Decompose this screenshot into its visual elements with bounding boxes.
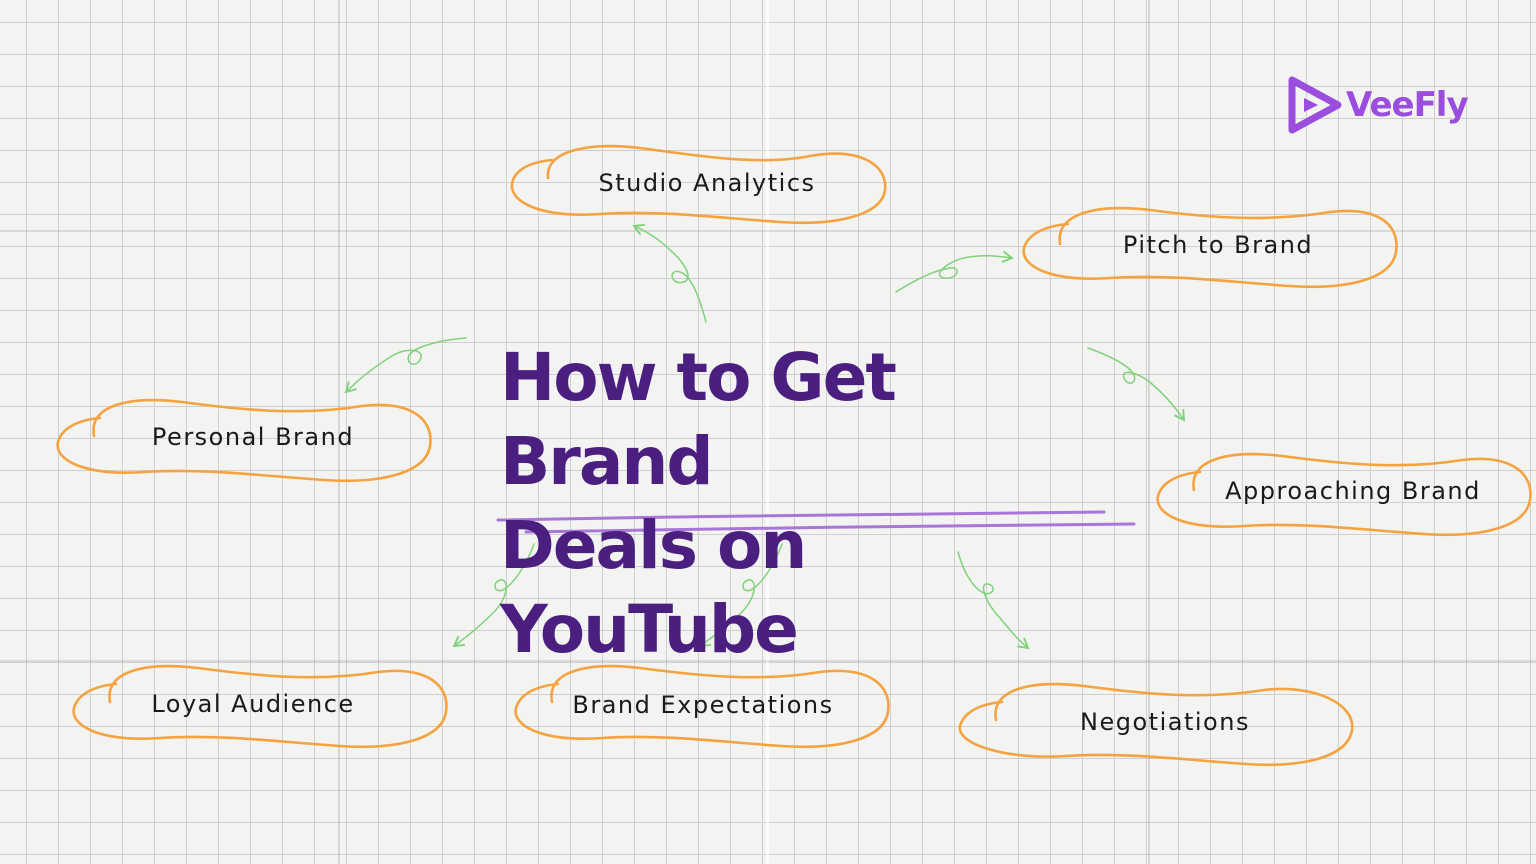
arrow-to-brand-expectations (698, 543, 783, 648)
node-pitch-to-brand: Pitch to Brand (1122, 231, 1314, 259)
main-title: How to Get Brand Deals on YouTube (500, 336, 1080, 672)
main-title-line-1: How to Get Brand (500, 339, 897, 500)
node-brand-expectations: Brand Expectations (572, 691, 834, 719)
veefly-logo: VeeFly (1288, 76, 1469, 134)
arrow-to-negotiations (957, 551, 1030, 650)
arrow-to-pitch-to-brand (895, 250, 1014, 293)
arrow-to-studio-analytics (632, 223, 707, 323)
node-personal-brand: Personal Brand (151, 423, 355, 451)
bubble-personal-brand (56, 398, 432, 482)
bubble-negotiations (958, 682, 1354, 766)
bubble-approaching-brand (1156, 452, 1532, 536)
node-negotiations: Negotiations (1080, 708, 1250, 736)
arrow-to-approaching-brand (1087, 347, 1186, 422)
node-loyal-audience: Loyal Audience (151, 690, 355, 718)
play-icon (1288, 76, 1342, 134)
bubble-loyal-audience (72, 664, 448, 748)
bubble-studio-analytics (510, 144, 887, 224)
node-studio-analytics: Studio Analytics (598, 169, 816, 197)
logo-text: VeeFly (1346, 85, 1469, 125)
arrow-to-personal-brand (344, 337, 467, 394)
node-approaching-brand: Approaching Brand (1225, 477, 1481, 505)
title-underline (496, 510, 1106, 522)
main-title-line-2: Deals on YouTube (500, 507, 807, 668)
title-underline-second (524, 522, 1136, 534)
arrow-to-loyal-audience (452, 543, 535, 648)
bubble-pitch-to-brand (1022, 206, 1398, 288)
bubble-brand-expectations (514, 664, 890, 748)
